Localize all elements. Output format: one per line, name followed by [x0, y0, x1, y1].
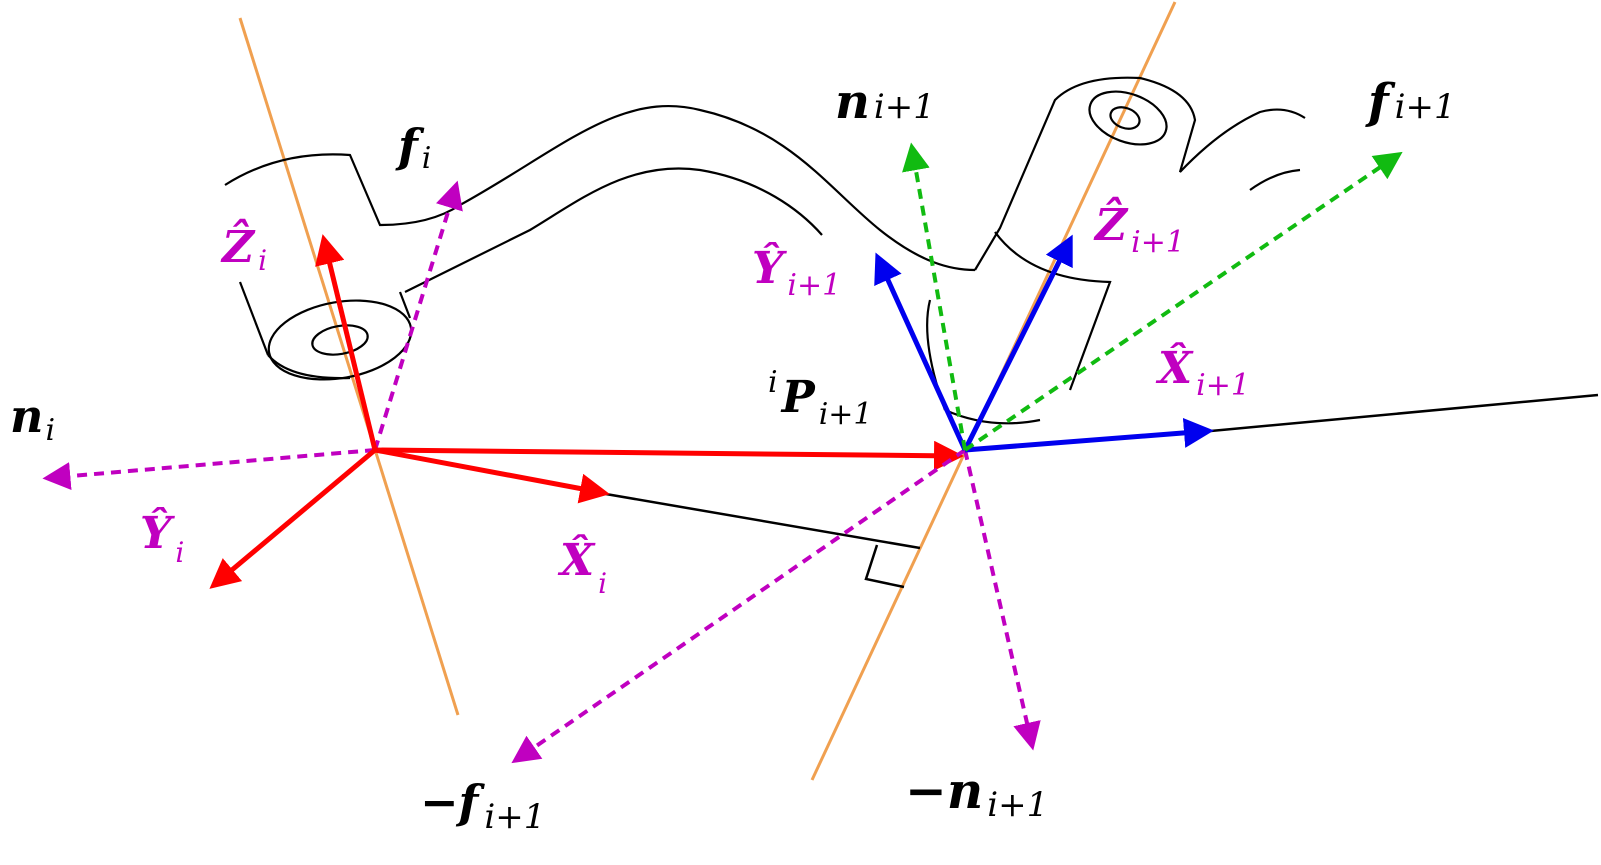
y-axis-i-arrow	[209, 448, 377, 589]
right-angle-marker-icon	[864, 544, 905, 589]
z-axis-i-arrow	[315, 234, 378, 451]
neg-n-i1-arrow	[963, 449, 1041, 751]
label-n-i: ni	[10, 389, 55, 448]
neg-f-i1-arrow	[511, 448, 967, 764]
y-axis-i1-arrow	[874, 252, 968, 452]
f-i-arrow	[373, 180, 463, 451]
common-normal-line	[599, 491, 921, 550]
x-axis-i1-arrow	[964, 417, 1214, 453]
n-i1-arrow	[902, 142, 967, 451]
label-x-hat-i: X̂i	[557, 533, 607, 600]
x-axis-i1-extension	[1199, 393, 1599, 434]
position-vector-arrow	[374, 440, 964, 471]
joint-axis-i	[238, 17, 460, 716]
link-outline	[224, 76, 1306, 425]
label-x-hat-i1: X̂i+1	[1155, 341, 1250, 403]
z-axis-i1-arrow	[962, 234, 1073, 452]
x-axis-i-arrow	[374, 447, 610, 504]
n-i-arrow	[42, 448, 376, 491]
f-i1-arrow	[963, 151, 1403, 452]
